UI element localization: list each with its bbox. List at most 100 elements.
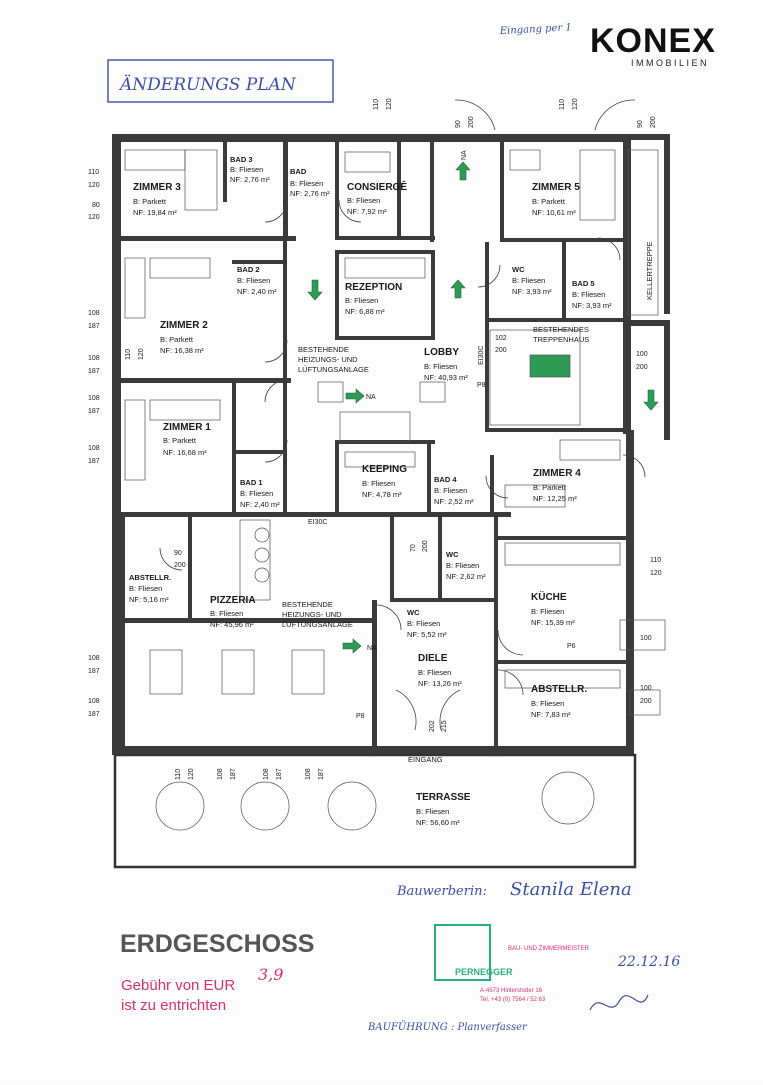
bad4-floor: B: Fliesen — [434, 486, 467, 495]
room-labels: ZIMMER 3 B: Parkett NF: 19,84 m² BAD 3 B… — [129, 155, 654, 827]
consierge-floor: B: Fliesen — [347, 196, 380, 205]
zimmer4-floor: B: Parkett — [533, 483, 567, 492]
bad2-name: BAD 2 — [237, 265, 260, 274]
svg-text:108: 108 — [88, 655, 100, 662]
bauwerberin-label: Bauwerberin: — [396, 884, 487, 899]
heizung2-line2: HEIZUNGS- UND — [282, 610, 342, 619]
pizzeria-tables — [149, 527, 325, 695]
svg-text:200: 200 — [650, 116, 657, 128]
p8-label: P8 — [356, 713, 365, 720]
treppenhaus-line1: BESTEHENDES — [533, 325, 589, 334]
treppenhaus-line2: TREPPENHAUS — [533, 335, 589, 344]
zimmer1-name: ZIMMER 1 — [163, 422, 211, 433]
bad5-floor: B: Fliesen — [572, 290, 605, 299]
bad3-area: NF: 2,76 m² — [230, 175, 270, 184]
konex-logo: KONEX — [590, 22, 716, 60]
abstellr1-floor: B: Fliesen — [129, 584, 162, 593]
plan-title: ÄNDERUNGS PLAN — [118, 74, 297, 95]
heizung1-line1: BESTEHENDE — [298, 345, 349, 354]
zimmer3-area: NF: 19,84 m² — [133, 208, 177, 217]
heizung1-line2: HEIZUNGS- UND — [298, 355, 358, 364]
entry-note: Eingang per 1 — [499, 22, 572, 37]
svg-text:90: 90 — [174, 550, 182, 557]
zimmer3-floor: B: Parkett — [133, 197, 167, 206]
wc-mid-area: NF: 2,62 m² — [446, 572, 486, 581]
svg-text:110: 110 — [373, 99, 380, 110]
fee-amount: 3,9 — [258, 965, 283, 984]
svg-text:120: 120 — [138, 348, 145, 360]
bauwerberin-signature: Stanila Elena — [510, 879, 632, 900]
svg-text:187: 187 — [88, 711, 100, 718]
date-handwritten: 22.12.16 — [617, 954, 680, 970]
svg-text:110: 110 — [175, 769, 182, 780]
diele-floor: B: Fliesen — [418, 668, 451, 677]
keeping-area: NF: 4,78 m² — [362, 490, 402, 499]
kellertreppe-label: KELLERTREPPE — [645, 241, 654, 300]
bad2-floor: B: Fliesen — [237, 276, 270, 285]
bad-top-floor: B: Fliesen — [290, 179, 323, 188]
svg-text:108: 108 — [88, 310, 100, 317]
svg-text:187: 187 — [88, 323, 100, 330]
svg-text:120: 120 — [572, 98, 579, 110]
abstellr2-floor: B: Fliesen — [531, 699, 564, 708]
zimmer4-area: NF: 12,25 m² — [533, 494, 577, 503]
zimmer3-name: ZIMMER 3 — [133, 182, 181, 193]
fee-line1: Gebühr von EUR — [121, 977, 235, 994]
svg-text:108: 108 — [88, 355, 100, 362]
svg-text:108: 108 — [305, 768, 312, 780]
svg-text:200: 200 — [640, 698, 652, 705]
svg-text:200: 200 — [422, 540, 429, 552]
pizzeria-floor: B: Fliesen — [210, 609, 243, 618]
svg-text:120: 120 — [650, 570, 662, 577]
dimension-labels: 110 120 80 120 108 187 108 187 108 187 1… — [88, 98, 662, 780]
zimmer5-area: NF: 10,61 m² — [532, 208, 576, 217]
abstellr2-name: ABSTELLR. — [531, 684, 587, 695]
stamp-brand: PERNEGGER — [455, 967, 513, 977]
svg-text:200: 200 — [468, 116, 475, 128]
bad-top-name: BAD — [290, 167, 307, 176]
bad4-name: BAD 4 — [434, 475, 457, 484]
svg-text:110: 110 — [88, 169, 99, 176]
diele-area: NF: 13,26 m² — [418, 679, 462, 688]
lobby-name: LOBBY — [424, 347, 459, 358]
zimmer5-floor: B: Parkett — [532, 197, 566, 206]
furniture — [124, 149, 666, 716]
konex-logo-sub: IMMOBILIEN — [631, 58, 709, 68]
kueche-floor: B: Fliesen — [531, 607, 564, 616]
zimmer2-name: ZIMMER 2 — [160, 320, 208, 331]
svg-text:110: 110 — [559, 99, 566, 110]
svg-text:90: 90 — [455, 120, 462, 128]
svg-text:80: 80 — [92, 202, 100, 209]
terrasse-name: TERRASSE — [416, 792, 471, 803]
ei30c-label: EI30C — [478, 346, 485, 365]
arrow-icon — [345, 388, 365, 404]
bad-top-area: NF: 2,76 m² — [290, 189, 330, 198]
terrasse-floor: B: Fliesen — [416, 807, 449, 816]
ei30c-label: EI30C — [308, 519, 327, 526]
zimmer1-floor: B: Parkett — [163, 436, 197, 445]
svg-text:108: 108 — [88, 698, 100, 705]
door-swings — [159, 99, 646, 731]
rezeption-area: NF: 6,88 m² — [345, 307, 385, 316]
abstellr1-area: NF: 5,16 m² — [129, 595, 169, 604]
svg-text:187: 187 — [88, 458, 100, 465]
svg-text:187: 187 — [276, 768, 283, 780]
keeping-name: KEEPING — [362, 464, 407, 475]
svg-text:200: 200 — [495, 347, 507, 354]
diele-name: DIELE — [418, 653, 448, 664]
bad4-area: NF: 2,52 m² — [434, 497, 474, 506]
na-label: NA — [367, 645, 377, 652]
svg-text:108: 108 — [88, 395, 100, 402]
p8-label: P8 — [477, 382, 486, 389]
stamp-line3: Tel. +43 (0) 7564 / 52 63 — [480, 997, 546, 1003]
svg-text:100: 100 — [640, 635, 652, 642]
arrow-icon — [307, 279, 323, 301]
svg-text:110: 110 — [125, 349, 132, 360]
lobby-floor: B: Fliesen — [424, 362, 457, 371]
consierge-name: CONSIERGÊ — [347, 180, 407, 193]
wc-mid-name: WC — [446, 550, 459, 559]
plan-title-box — [107, 59, 334, 103]
svg-text:187: 187 — [318, 768, 325, 780]
